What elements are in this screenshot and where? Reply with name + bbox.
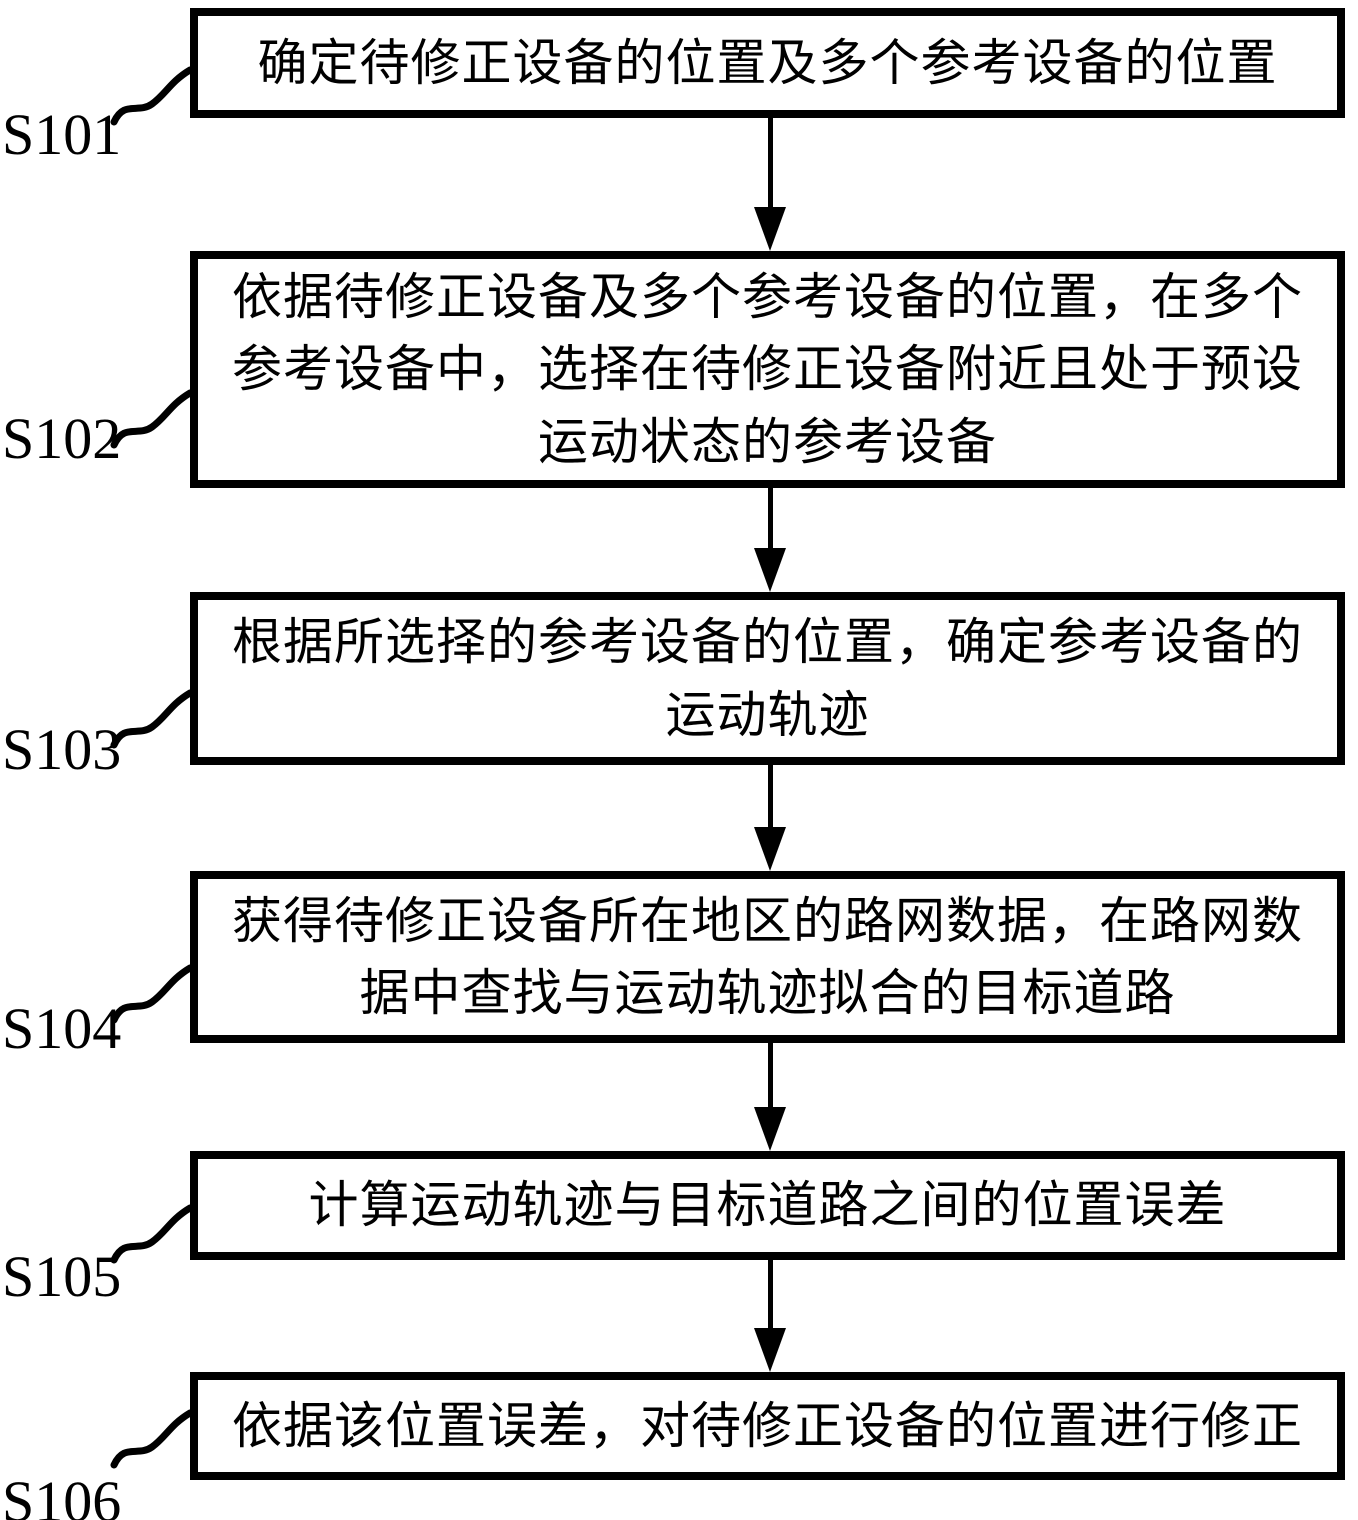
step-label-s106: S106: [2, 1469, 122, 1520]
label-connector-s106: [110, 1409, 194, 1469]
step-label-s103: S103: [2, 717, 122, 782]
step-box-s105: 计算运动轨迹与目标道路之间的位置误差: [190, 1151, 1345, 1260]
arrow-down-icon: [754, 548, 786, 592]
arrow-down-icon: [754, 1328, 786, 1372]
step-box-s102: 依据待修正设备及多个参考设备的位置，在多个 参考设备中，选择在待修正设备附近且处…: [190, 251, 1345, 488]
label-connector-s102: [110, 389, 194, 449]
label-connector-s105: [110, 1204, 194, 1264]
step-label-s105: S105: [2, 1244, 122, 1309]
label-connector-s103: [110, 689, 194, 749]
label-connector-s101: [110, 66, 194, 126]
arrow-down-icon: [754, 1107, 786, 1151]
step-text-s104: 获得待修正设备所在地区的路网数据，在路网数 据中查找与运动轨迹拟合的目标道路: [232, 892, 1303, 1022]
step-label-s104: S104: [2, 996, 122, 1061]
step-label-s102: S102: [2, 406, 122, 471]
flow-arrow-5: [746, 1260, 794, 1372]
step-text-s102: 依据待修正设备及多个参考设备的位置，在多个 参考设备中，选择在待修正设备附近且处…: [232, 268, 1303, 470]
step-box-s106: 依据该位置误差，对待修正设备的位置进行修正: [190, 1372, 1345, 1480]
step-text-s101: 确定待修正设备的位置及多个参考设备的位置: [257, 34, 1278, 91]
arrow-down-icon: [754, 207, 786, 251]
label-connector-s104: [110, 964, 194, 1024]
arrow-down-icon: [754, 827, 786, 871]
arrow-line: [767, 765, 773, 827]
arrow-line: [767, 118, 773, 207]
flow-arrow-2: [746, 488, 794, 592]
step-box-s101: 确定待修正设备的位置及多个参考设备的位置: [190, 8, 1345, 118]
step-text-s105: 计算运动轨迹与目标道路之间的位置误差: [308, 1177, 1227, 1234]
step-text-s106: 依据该位置误差，对待修正设备的位置进行修正: [232, 1397, 1303, 1454]
step-text-s103: 根据所选择的参考设备的位置，确定参考设备的 运动轨迹: [232, 614, 1303, 743]
arrow-line: [767, 488, 773, 548]
step-box-s103: 根据所选择的参考设备的位置，确定参考设备的 运动轨迹: [190, 592, 1345, 765]
flow-arrow-3: [746, 765, 794, 871]
flow-arrow-1: [746, 118, 794, 251]
arrow-line: [767, 1260, 773, 1328]
step-box-s104: 获得待修正设备所在地区的路网数据，在路网数 据中查找与运动轨迹拟合的目标道路: [190, 871, 1345, 1043]
arrow-line: [767, 1043, 773, 1107]
flow-arrow-4: [746, 1043, 794, 1151]
step-label-s101: S101: [2, 102, 122, 167]
